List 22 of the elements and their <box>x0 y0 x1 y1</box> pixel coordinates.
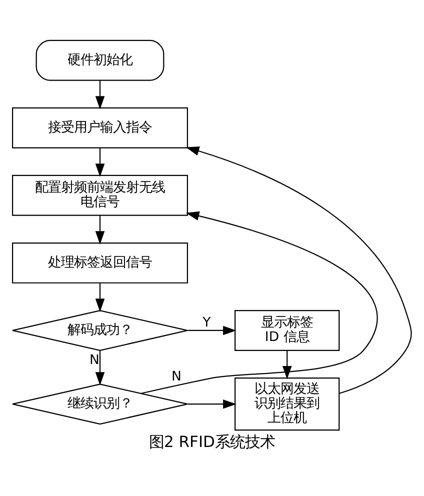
arrow <box>188 326 236 336</box>
node-box: 接受用户输入指令 <box>12 107 188 148</box>
node-box: 硬件初始化 <box>36 40 164 81</box>
arrow <box>282 350 292 380</box>
node-box: 显示标签 ID 信息 <box>234 310 340 351</box>
arrow <box>95 350 105 386</box>
node-diamond: 解码成功？ <box>12 310 188 351</box>
edge-label: N <box>171 370 182 385</box>
node-box: 配置射频前端发射无线电信号 <box>12 174 188 216</box>
arrow <box>188 399 236 409</box>
edge-label: Y <box>202 316 211 331</box>
node-box: 以太网发送识别结果到上位机 <box>234 378 340 431</box>
node-box: 处理标签返回信号 <box>12 242 188 284</box>
arrow <box>95 215 105 244</box>
arrow <box>95 148 105 177</box>
edge-label: N <box>90 352 100 368</box>
caption: 图2 RFID系统技术 <box>149 432 275 451</box>
arrow <box>95 282 105 312</box>
arrow <box>95 80 105 110</box>
arrow <box>186 146 412 394</box>
node-diamond: 继续识别？ <box>12 384 188 425</box>
arrow <box>141 211 378 394</box>
